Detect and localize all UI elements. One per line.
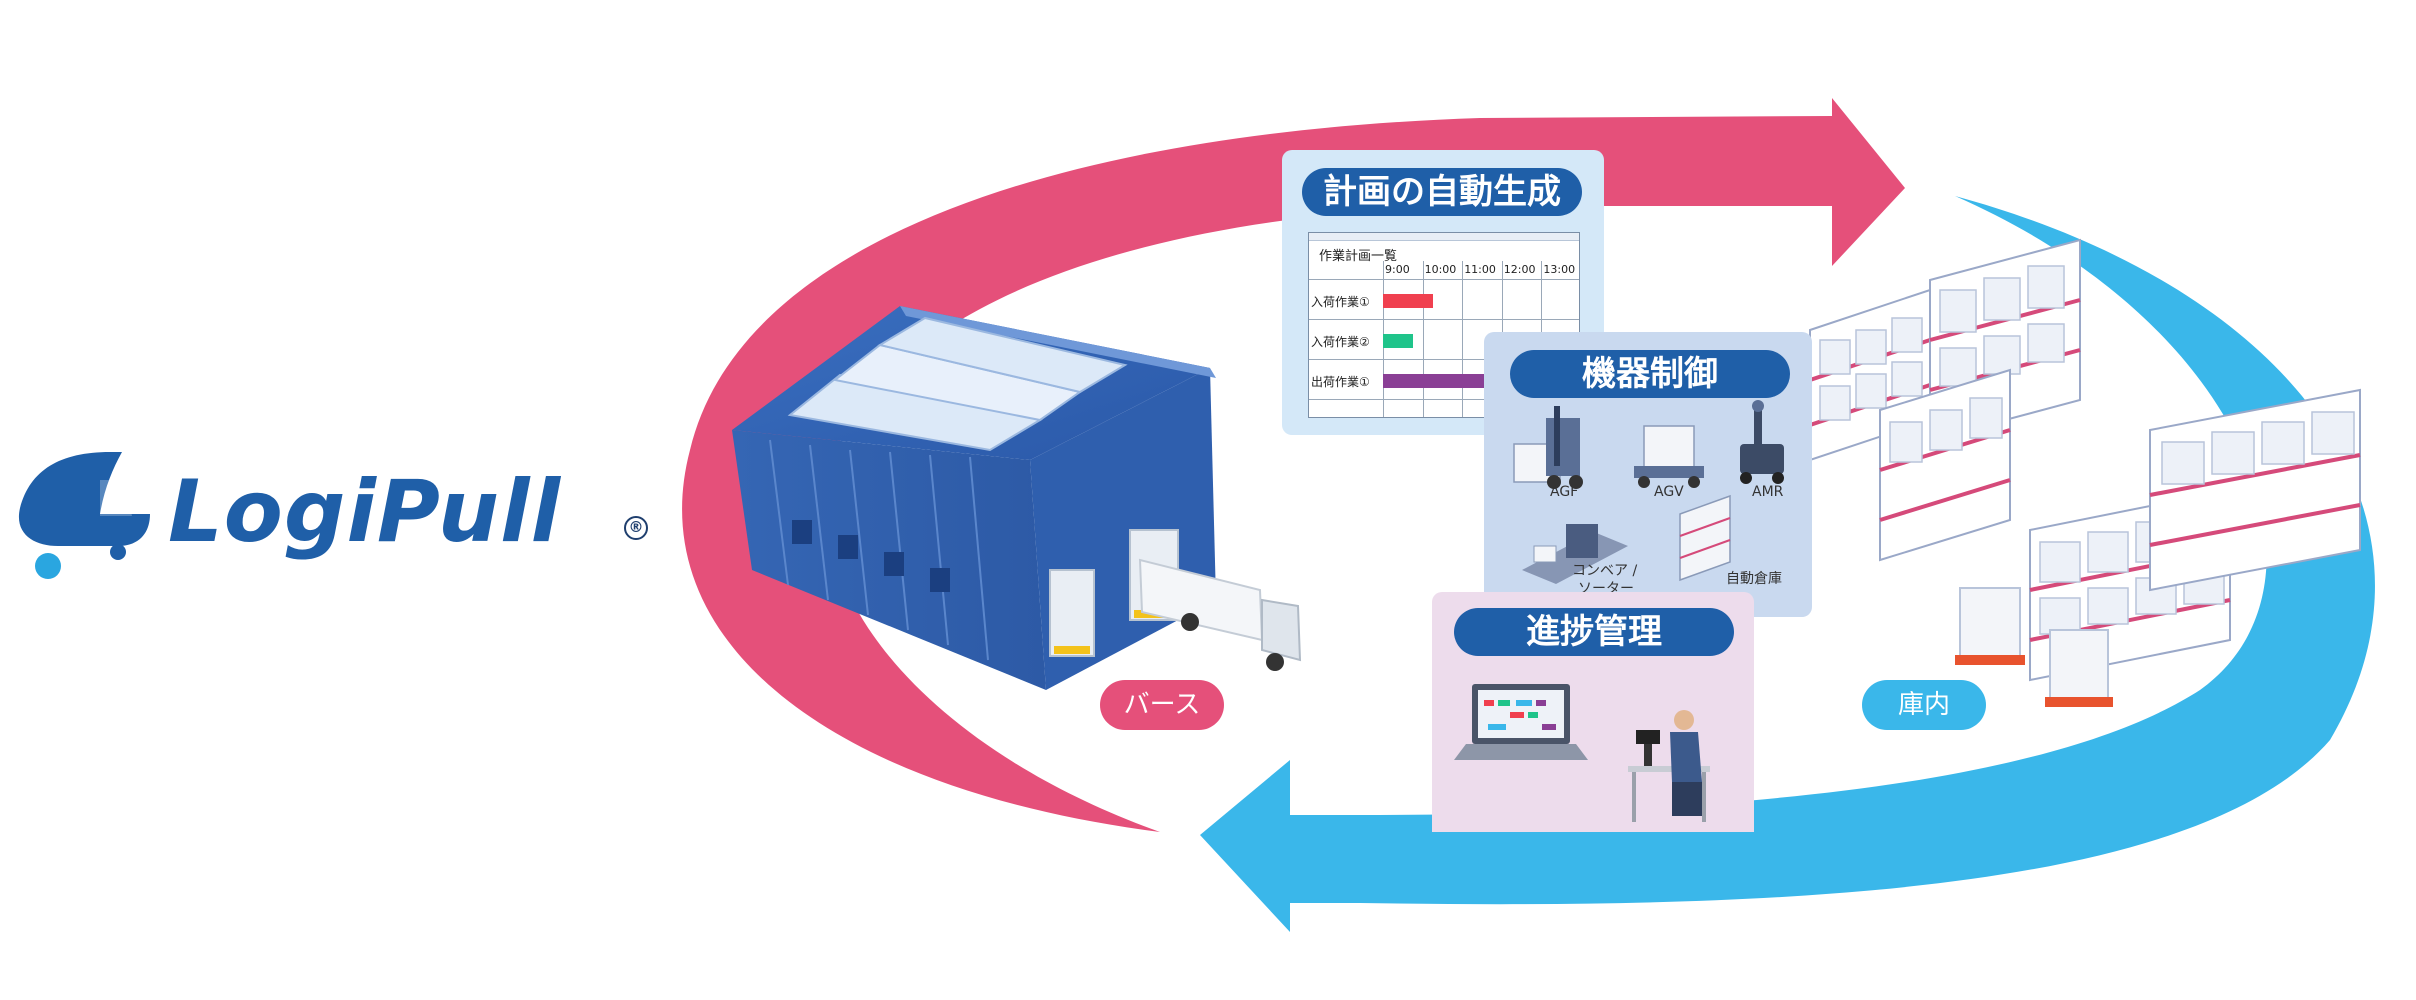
- operator-at-desk-icon: [1628, 710, 1710, 822]
- gantt-row-label: 入荷作業①: [1311, 293, 1370, 310]
- logipull-logo: LogiPull ®: [0, 440, 660, 600]
- automated-warehouse-icon: [1680, 496, 1730, 580]
- agf-label: AGF: [1550, 484, 1578, 500]
- equipment-control-card: 機器制御: [1484, 332, 1812, 617]
- progress-management-card: 進捗管理: [1432, 592, 1754, 832]
- registered-mark-icon: ®: [624, 516, 648, 540]
- amr-robot-icon: [1740, 400, 1784, 484]
- progress-illustration: [1432, 592, 1754, 832]
- laptop-icon: [1454, 684, 1588, 760]
- automated-warehouse-label: 自動倉庫: [1726, 568, 1782, 588]
- forklift-icon: [1514, 406, 1583, 489]
- gantt-task-bar: [1383, 294, 1433, 308]
- agv-label: AGV: [1654, 484, 1684, 500]
- gantt-hour-label: 11:00: [1464, 263, 1496, 276]
- conveyor-label-line1: コンベア /: [1572, 560, 1637, 580]
- gantt-hour-label: 10:00: [1425, 263, 1457, 276]
- logo-text: LogiPull: [168, 462, 561, 562]
- warehouse-interior-badge: 庫内: [1862, 680, 1986, 730]
- gantt-title: 作業計画一覧: [1319, 245, 1397, 264]
- gantt-toolbar: [1309, 233, 1579, 241]
- gantt-hour-label: 13:00: [1543, 263, 1575, 276]
- gantt-gridline: [1462, 261, 1463, 417]
- gantt-row-label: 出荷作業①: [1311, 373, 1370, 390]
- gantt-hour-label: 9:00: [1385, 263, 1410, 276]
- gantt-gridline: [1423, 261, 1424, 417]
- amr-label: AMR: [1752, 484, 1783, 500]
- agv-cart-icon: [1634, 426, 1704, 488]
- gantt-gridline: [1309, 279, 1579, 280]
- berth-badge: バース: [1100, 680, 1224, 730]
- gantt-hour-label: 12:00: [1504, 263, 1536, 276]
- gantt-row-label: 入荷作業②: [1311, 333, 1370, 350]
- plan-card-title: 計画の自動生成: [1302, 168, 1582, 216]
- gantt-task-bar: [1383, 334, 1413, 348]
- gantt-gridline: [1309, 319, 1579, 320]
